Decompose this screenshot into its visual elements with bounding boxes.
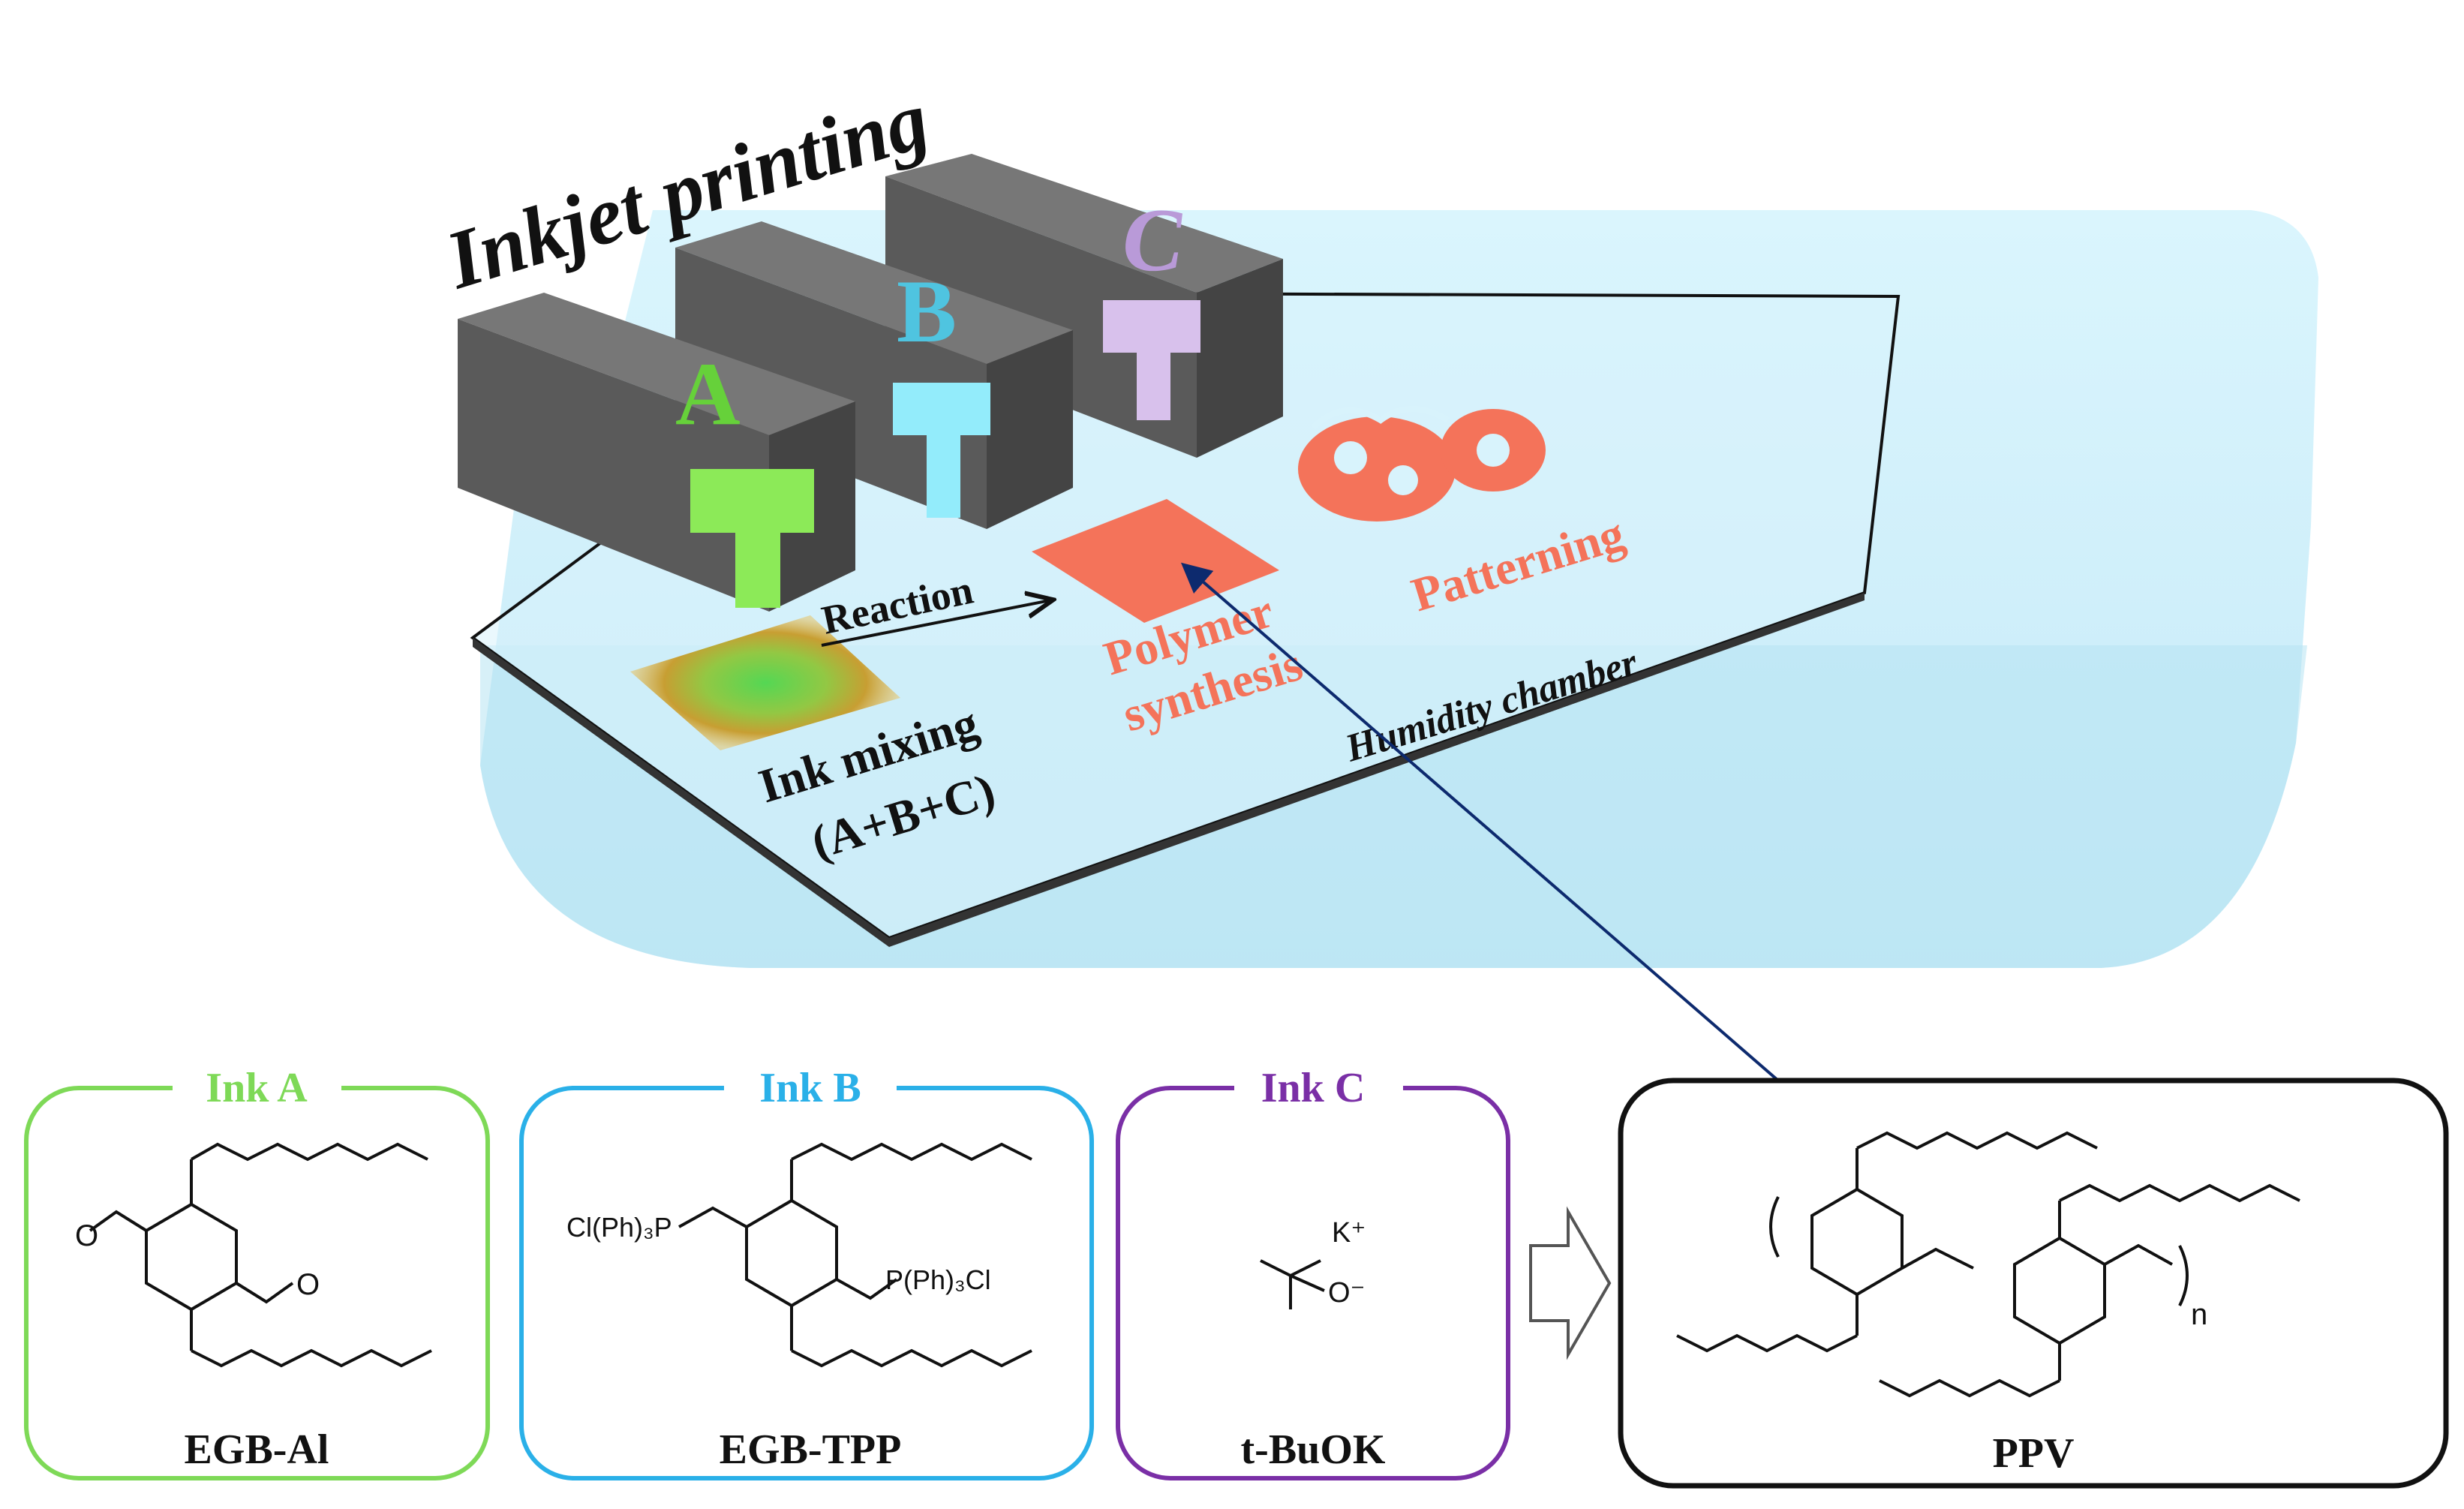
ppv-structure bbox=[1676, 1131, 2300, 1398]
ink-b-left-group: Cl(Ph)₃P bbox=[566, 1212, 672, 1243]
ink-c-compound: t-BuOK bbox=[1241, 1426, 1386, 1473]
ink-b-right-group: P(Ph)₃Cl bbox=[885, 1264, 991, 1295]
printhead-c: C bbox=[885, 154, 1283, 458]
printhead-b: B bbox=[675, 221, 1073, 529]
ink-a-structure bbox=[89, 1142, 432, 1368]
pattern-motif bbox=[1298, 406, 1546, 522]
reaction-arrow bbox=[821, 600, 1050, 647]
ink-c-anion: O⁻ bbox=[1328, 1277, 1366, 1309]
ink-a-compound: EGB-Al bbox=[185, 1426, 329, 1473]
ink-a-box: Ink A O O EGB-Al bbox=[24, 1065, 490, 1480]
ink-b-box: Ink B Cl(Ph)₃P P(Ph)₃Cl EGB-TPP bbox=[519, 1065, 1094, 1480]
ink-a-header: Ink A bbox=[206, 1065, 308, 1111]
ink-c-box: Ink C K⁺ O⁻ t-BuOK bbox=[1116, 1065, 1510, 1480]
ink-c-header: Ink C bbox=[1261, 1065, 1366, 1111]
printhead-a: A bbox=[458, 293, 855, 612]
ppv-box: n PPV bbox=[1618, 1078, 2449, 1489]
mixing-spot bbox=[630, 615, 900, 750]
ink-a-o1: O bbox=[75, 1219, 98, 1252]
printheads: C B A bbox=[458, 154, 1283, 612]
pointer-arrow bbox=[1180, 562, 1780, 1082]
ink-b-header: Ink B bbox=[759, 1065, 861, 1111]
ink-c-structure bbox=[1260, 1259, 1325, 1309]
printhead-a-letter: A bbox=[675, 344, 741, 443]
ink-a-o2: O bbox=[296, 1268, 320, 1301]
printhead-c-letter: C bbox=[1115, 191, 1194, 290]
printhead-b-letter: B bbox=[897, 261, 957, 361]
ppv-repeat-n: n bbox=[2191, 1298, 2207, 1331]
ink-b-compound: EGB-TPP bbox=[720, 1426, 902, 1473]
ink-c-cation: K⁺ bbox=[1332, 1217, 1366, 1249]
polymer-square bbox=[1032, 499, 1279, 623]
ink-b-structure bbox=[678, 1142, 1032, 1368]
ppv-compound: PPV bbox=[1993, 1430, 2075, 1477]
transform-arrow bbox=[1529, 1206, 1612, 1360]
